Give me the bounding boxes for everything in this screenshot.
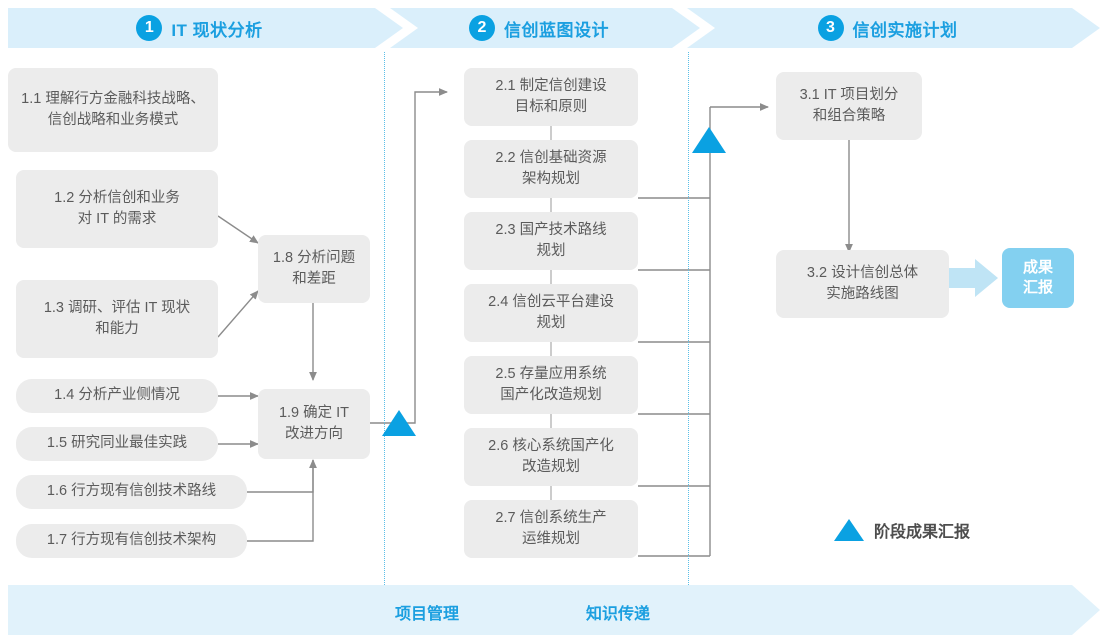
task-box-2-3[interactable]: 2.3 国产技术路线 规划 xyxy=(464,212,638,270)
legend: 阶段成果汇报 xyxy=(834,518,970,542)
milestone-triangle-phase2 xyxy=(692,127,726,153)
phase-title-2: 信创蓝图设计 xyxy=(504,20,609,40)
task-box-1-1[interactable]: 1.1 理解行方金融科技战略、 信创战略和业务模式 xyxy=(8,68,218,152)
task-box-2-6[interactable]: 2.6 核心系统国产化 改造规划 xyxy=(464,428,638,486)
task-box-2-4[interactable]: 2.4 信创云平台建设 规划 xyxy=(464,284,638,342)
phase-divider-2 xyxy=(688,52,689,585)
phase-title-1: IT 现状分析 xyxy=(171,20,263,40)
task-box-2-2[interactable]: 2.2 信创基础资源 架构规划 xyxy=(464,140,638,198)
task-box-1-2[interactable]: 1.2 分析信创和业务 对 IT 的需求 xyxy=(16,170,218,248)
bottom-band: 项目管理 知识传递 xyxy=(8,585,1100,635)
task-box-1-5[interactable]: 1.5 研究同业最佳实践 xyxy=(16,427,218,461)
milestone-triangle-phase1 xyxy=(382,410,416,436)
phase-banner-1: 1 IT 现状分析 xyxy=(8,8,403,48)
task-box-1-6[interactable]: 1.6 行方现有信创技术路线 xyxy=(16,475,247,509)
task-box-3-2[interactable]: 3.2 设计信创总体 实施路线图 xyxy=(776,250,949,318)
phase-banner-3: 3 信创实施计划 xyxy=(687,8,1100,48)
phase-banner-2: 2 信创蓝图设计 xyxy=(390,8,700,48)
phase-number-1: 1 xyxy=(136,15,163,41)
task-box-1-4[interactable]: 1.4 分析产业侧情况 xyxy=(16,379,218,413)
phase-number-2: 2 xyxy=(469,15,495,41)
band-label-project-management: 项目管理 xyxy=(395,606,460,623)
band-label-knowledge-transfer: 知识传递 xyxy=(586,606,651,623)
task-box-2-1[interactable]: 2.1 制定信创建设 目标和原则 xyxy=(464,68,638,126)
phase-title-3: 信创实施计划 xyxy=(852,20,958,40)
legend-label: 阶段成果汇报 xyxy=(874,524,971,541)
task-box-2-7[interactable]: 2.7 信创系统生产 运维规划 xyxy=(464,500,638,558)
phase-number-3: 3 xyxy=(817,15,844,41)
task-box-3-1[interactable]: 3.1 IT 项目划分 和组合策略 xyxy=(776,72,922,140)
phase-divider-1 xyxy=(384,52,385,585)
outcome-badge[interactable]: 成果 汇报 xyxy=(1002,248,1074,308)
outcome-arrow xyxy=(949,259,998,297)
task-box-2-5[interactable]: 2.5 存量应用系统 国产化改造规划 xyxy=(464,356,638,414)
milestone-triangle-icon xyxy=(834,519,864,541)
task-box-1-8[interactable]: 1.8 分析问题 和差距 xyxy=(258,235,370,303)
task-box-1-9[interactable]: 1.9 确定 IT 改进方向 xyxy=(258,389,370,459)
task-box-1-7[interactable]: 1.7 行方现有信创技术架构 xyxy=(16,524,247,558)
task-box-1-3[interactable]: 1.3 调研、评估 IT 现状 和能力 xyxy=(16,280,218,358)
